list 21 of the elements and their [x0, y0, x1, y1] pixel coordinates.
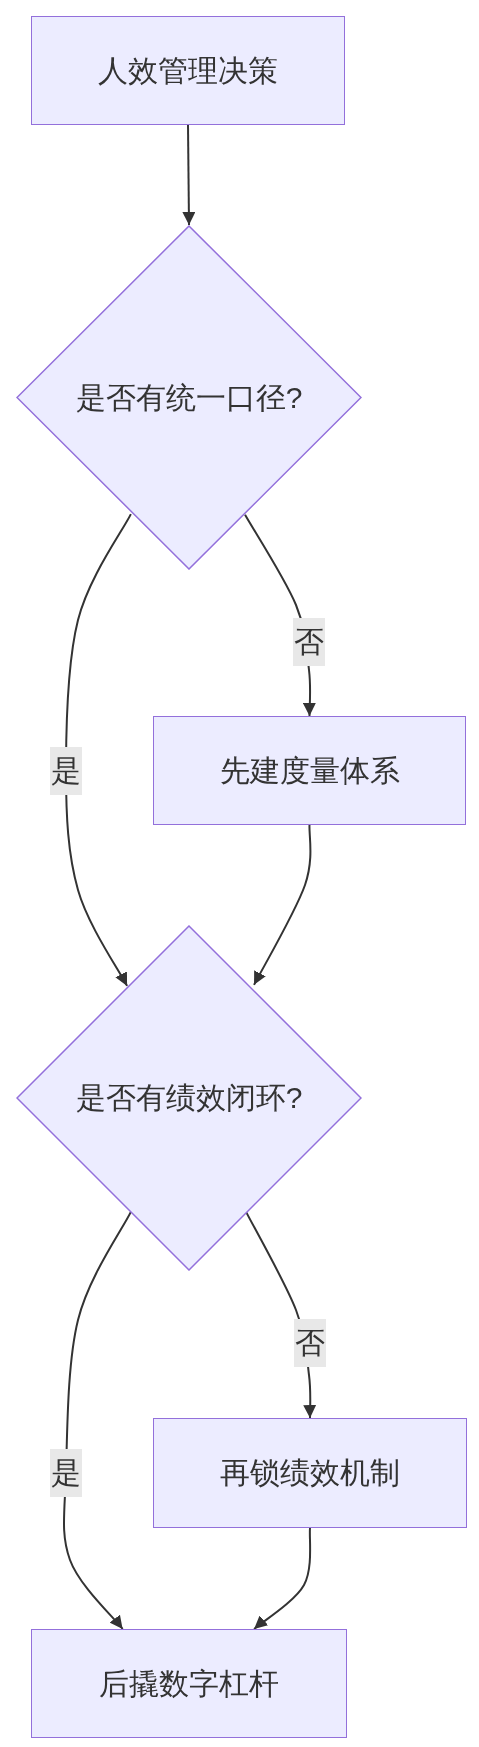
arrow [62, 1210, 132, 1630]
process-box [31, 1629, 347, 1738]
arrow [253, 1527, 312, 1630]
node-text: 先建度量体系 [219, 752, 400, 789]
decision-diamond [16, 925, 362, 1271]
edge-label: 否 [294, 1319, 326, 1367]
arrow [182, 124, 196, 226]
edge-label: 是 [50, 1449, 82, 1497]
process-box [153, 716, 466, 825]
node-text: 是否有统一口径? [75, 379, 303, 416]
node-text: 后撬数字杠杆 [99, 1665, 279, 1702]
node-text: 是否有绩效闭环? [75, 1080, 303, 1116]
arrow [65, 513, 132, 987]
arrow [253, 824, 312, 986]
edge-label: 是 [50, 747, 82, 795]
node-text: 人效管理决策 [98, 52, 278, 89]
edge-label: 否 [293, 618, 325, 666]
decision-diamond [16, 225, 362, 570]
node-text: 再锁绩效机制 [220, 1455, 400, 1491]
process-box [153, 1418, 467, 1528]
process-box [31, 16, 345, 125]
